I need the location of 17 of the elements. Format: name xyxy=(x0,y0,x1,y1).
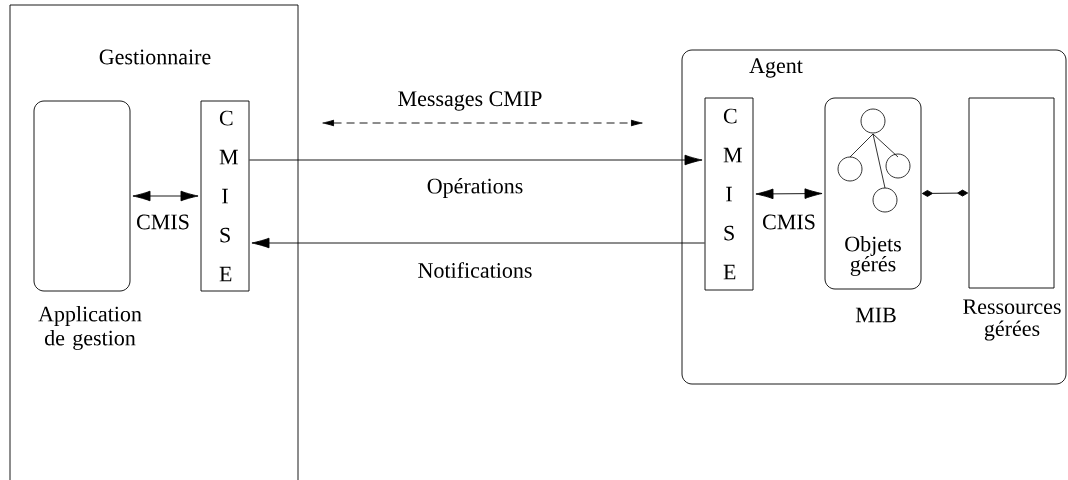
protocol-box: C M I S E xyxy=(200,100,250,292)
edge-label: Opérations xyxy=(425,177,525,199)
message-label: Messages CMIP xyxy=(398,91,542,111)
node-label: Application de gestion xyxy=(38,306,142,351)
edge-label: CMIS xyxy=(135,213,191,231)
arrow xyxy=(755,188,823,200)
protocol-box: C M I S E xyxy=(704,97,754,291)
node-label: Ressources gérées xyxy=(963,299,1061,341)
edge-label: CMIS xyxy=(761,213,817,231)
arrow xyxy=(249,154,703,166)
resource-box: Ressources gérées xyxy=(963,97,1061,341)
edge-label: Notifications xyxy=(416,261,534,279)
arrow xyxy=(921,189,969,197)
group-label: MIB xyxy=(855,307,896,323)
mib-box: Objets gérés xyxy=(824,97,922,290)
arrow xyxy=(251,237,705,249)
arrow xyxy=(132,190,199,202)
